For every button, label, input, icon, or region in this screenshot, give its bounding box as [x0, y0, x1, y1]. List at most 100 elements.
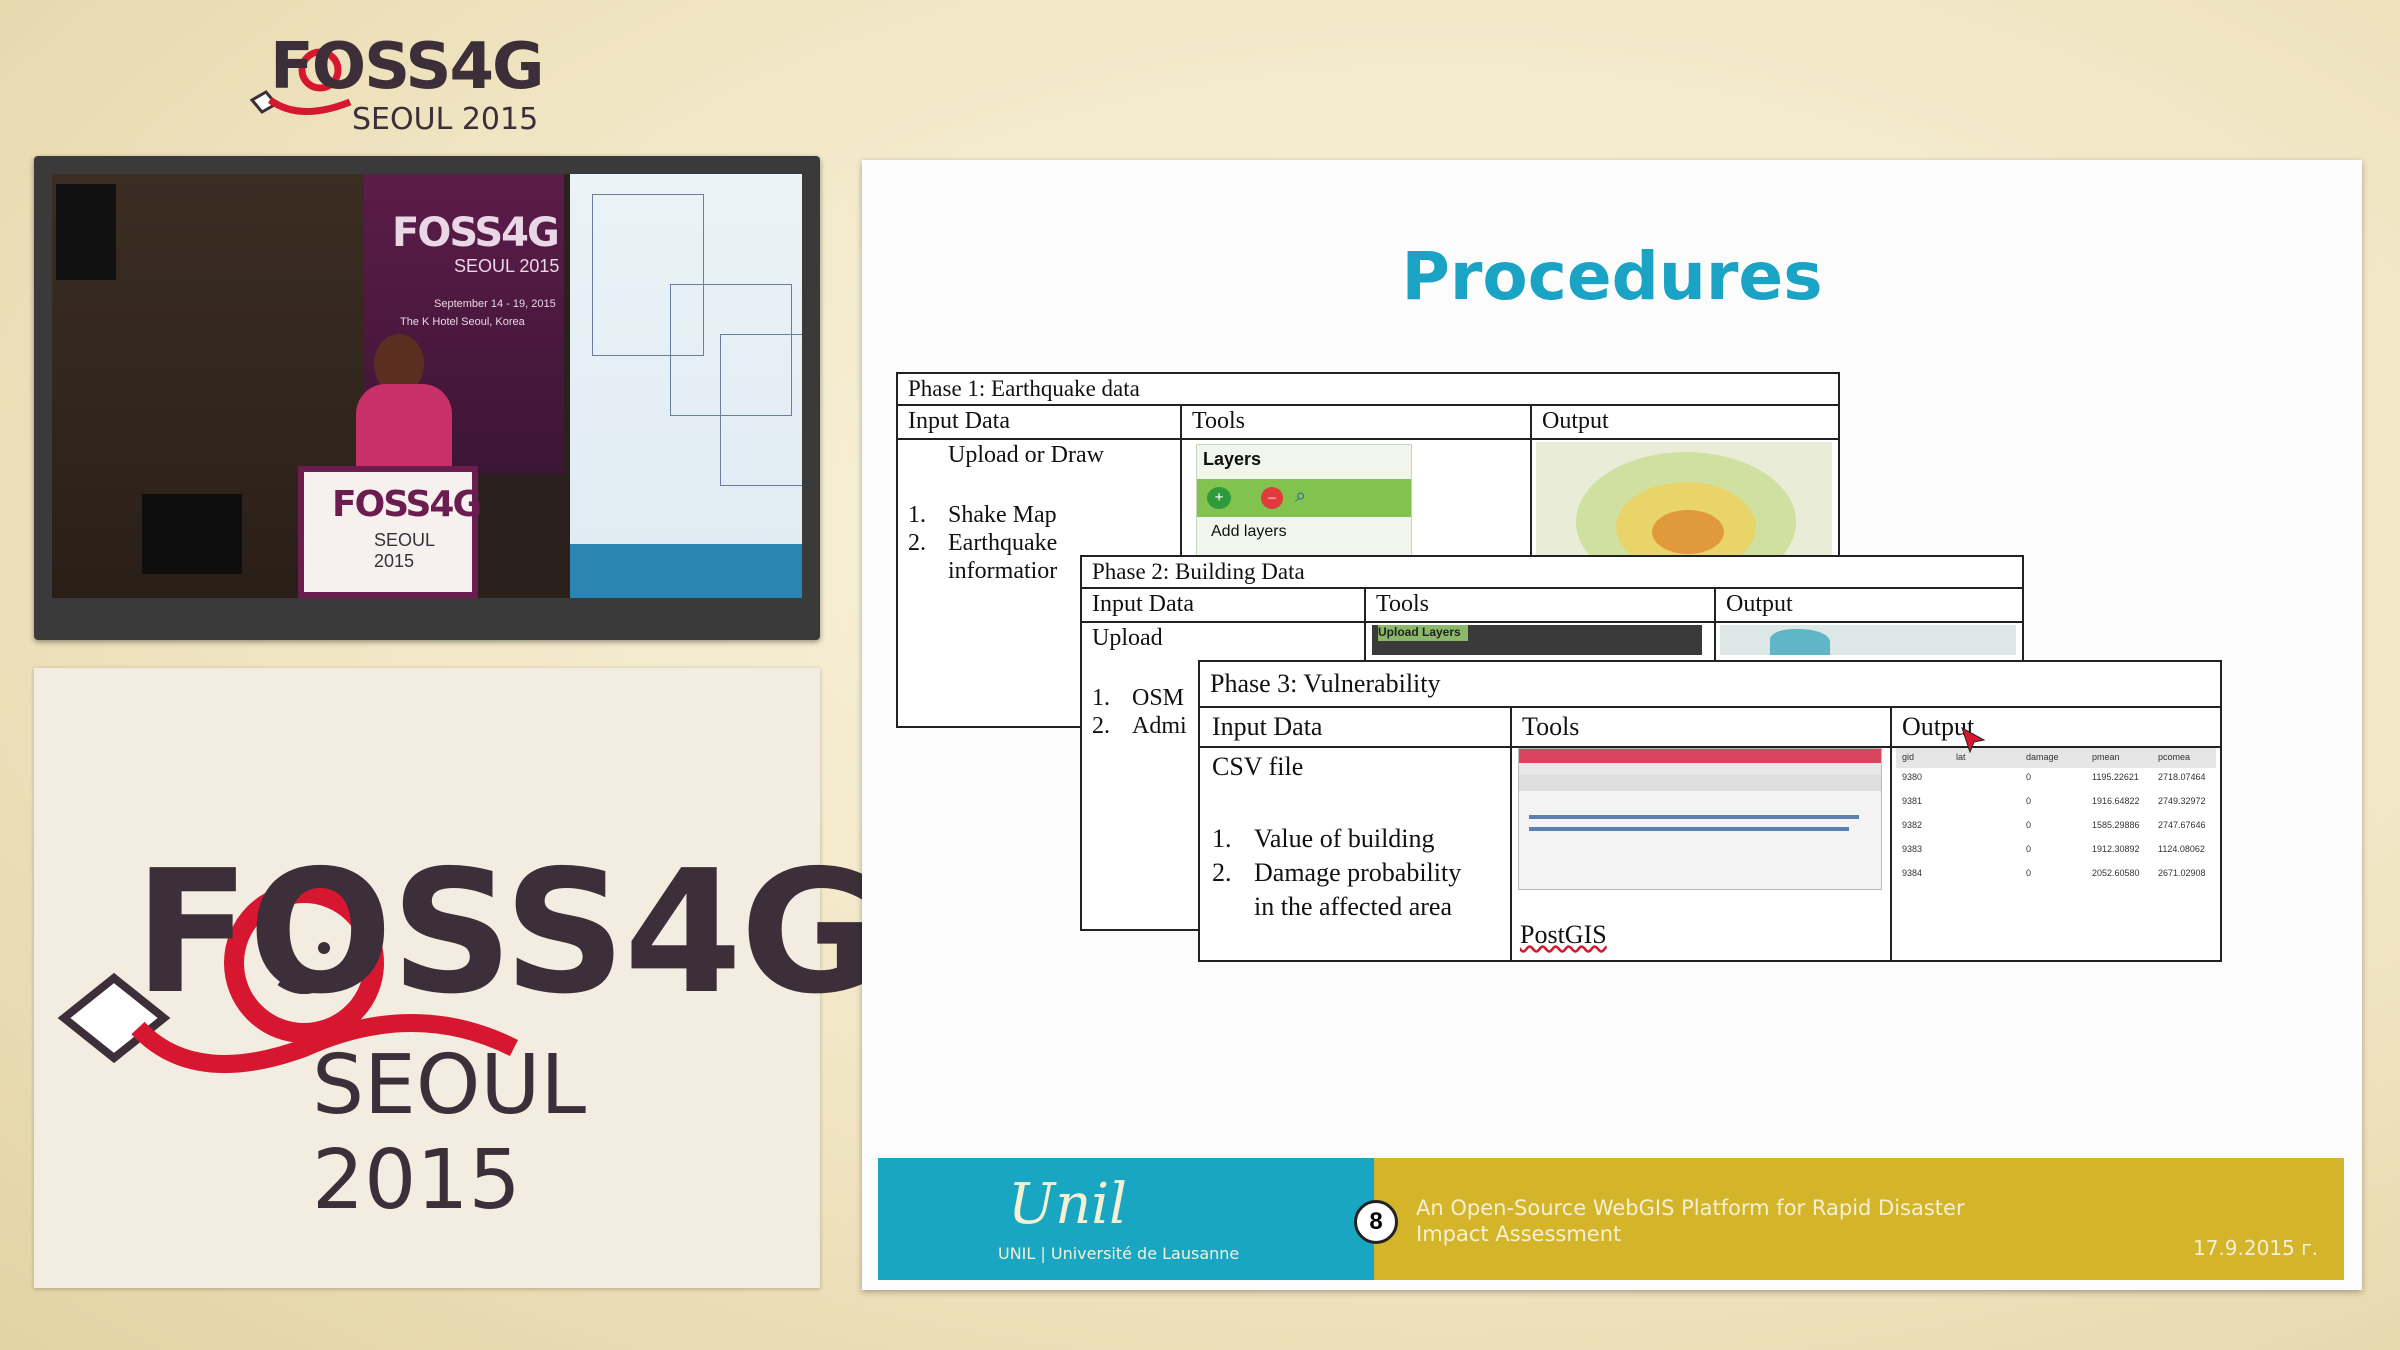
phase1-header-line — [898, 438, 1838, 440]
phase1-layers-title: Layers — [1203, 449, 1262, 469]
video-screen-footer — [570, 544, 802, 598]
video-banner-city: SEOUL 2015 — [454, 256, 560, 276]
talk-title-line2: Impact Assessment — [1416, 1222, 1622, 1246]
output-cell: 0 — [2026, 820, 2032, 830]
output-cell: 1916.64822 — [2092, 796, 2140, 806]
phase1-title: Phase 1: Earthquake data — [898, 374, 1838, 406]
phase2-input-num: 2. — [1092, 713, 1110, 739]
phase3-col-divider — [1510, 708, 1512, 960]
talk-date: 17.9.2015 г. — [2192, 1236, 2318, 1260]
phase3-header-tools: Tools — [1522, 712, 1580, 741]
output-col-header: gid — [1902, 752, 1915, 762]
video-screen-table-1 — [592, 194, 704, 356]
phase3-output-grid: gid lat damage pmean pcomea 9380 0 1195.… — [1896, 748, 2216, 898]
big-foss4g-logo-panel: FOSS4G SEOUL 2015 — [34, 668, 880, 1288]
talk-title-line1: An Open-Source WebGIS Platform for Rapid… — [1416, 1196, 1965, 1220]
video-podium-city: SEOUL 2015 — [374, 530, 435, 571]
phase2-upload-title: Upload Layers — [1378, 625, 1468, 641]
phase3-input-line: in the affected area — [1254, 892, 1452, 921]
logo-face-smile — [277, 980, 331, 994]
top-logo-word: FOSS4G — [270, 30, 544, 104]
output-cell: 2749.32972 — [2158, 796, 2206, 806]
add-icon: + — [1207, 487, 1231, 509]
pgadmin-titlebar — [1519, 749, 1881, 763]
phase3-table: Phase 3: Vulnerability Input Data Tools … — [1198, 660, 2222, 962]
big-foss4g-logo-mark — [57, 883, 519, 1073]
phase1-input-line: Upload or Draw — [948, 442, 1104, 468]
phase3-title: Phase 3: Vulnerability — [1200, 662, 2220, 708]
phase1-input-line: informatior — [948, 558, 1058, 584]
phase3-header-line — [1200, 746, 2220, 748]
phase2-input-line: OSM — [1132, 685, 1185, 711]
phase3-col-divider — [1890, 708, 1892, 960]
video-projection-screen — [570, 174, 802, 598]
phase3-tool-label: PostGIS — [1520, 920, 1607, 949]
phase2-header-output: Output — [1726, 591, 1793, 617]
phase1-layers-toolbar: + – ⌕ — [1197, 479, 1411, 517]
logo-swoosh — [131, 1014, 519, 1073]
phase1-input-line: Earthquake — [948, 530, 1058, 556]
phase3-input-line: Damage probability — [1254, 858, 1462, 887]
phase1-input-num: 1. — [908, 502, 926, 528]
pgadmin-menubar — [1519, 763, 1881, 775]
output-col-header: pcomea — [2158, 752, 2191, 762]
phase1-add-layers: Add layers — [1211, 523, 1287, 540]
video-screen-table-3 — [720, 334, 802, 486]
pgadmin-sql-line — [1529, 815, 1859, 819]
logo-face-circle — [224, 883, 384, 1043]
video-banner-venue: The K Hotel Seoul, Korea — [400, 316, 525, 328]
big-logo-word: FOSS4G — [134, 834, 880, 1032]
phase2-map-shape — [1770, 629, 1830, 655]
big-logo-city: SEOUL 2015 — [312, 1038, 587, 1228]
phase2-output-map — [1720, 625, 2016, 655]
pgadmin-sql-line — [1529, 827, 1849, 831]
output-cell: 9380 — [1902, 772, 1923, 782]
output-cell: 2052.60580 — [2092, 868, 2140, 878]
output-cell: 1124.08062 — [2158, 844, 2205, 854]
top-foss4g-logo: FOSS4G SEOUL 2015 — [240, 22, 544, 142]
phase2-input-line: Admi — [1132, 713, 1187, 739]
top-logo-city: SEOUL 2015 — [352, 102, 539, 137]
video-banner-logo: FOSS4G — [392, 210, 560, 256]
phase2-header-input: Input Data — [1092, 591, 1194, 617]
slide-footer-right: An Open-Source WebGIS Platform for Rapid… — [1374, 1158, 2344, 1280]
video-speaker-box — [56, 184, 116, 280]
logo-face-eye — [276, 942, 288, 954]
logo-face-eye — [318, 942, 330, 954]
output-cell: 1585.29886 — [2092, 820, 2140, 830]
slide-title: Procedures — [1401, 238, 1823, 315]
phase1-input-num: 2. — [908, 530, 926, 556]
slide-number-badge: 8 — [1354, 1200, 1398, 1244]
phase2-header-tools: Tools — [1376, 591, 1429, 617]
output-cell: 9384 — [1902, 868, 1923, 878]
output-cell: 0 — [2026, 796, 2032, 806]
phase3-input-line: CSV file — [1212, 752, 1304, 781]
output-cell: 9381 — [1902, 796, 1923, 806]
unil-university-name: UNIL | Université de Lausanne — [998, 1244, 1240, 1263]
phase1-output-map — [1536, 442, 1832, 562]
phase3-pgadmin-screenshot — [1518, 748, 1882, 890]
output-col-header: pmean — [2092, 752, 2120, 762]
shakemap-graphic — [1576, 452, 1796, 562]
phase2-header-line — [1082, 621, 2022, 623]
unil-logo: Unil — [1008, 1172, 1128, 1237]
phase2-input-line: Upload — [1092, 625, 1163, 651]
output-grid-header: gid lat damage pmean pcomea — [1896, 748, 2216, 768]
output-cell: 2747.67646 — [2158, 820, 2206, 830]
pgadmin-toolbar — [1519, 775, 1881, 791]
search-icon: ⌕ — [1295, 485, 1307, 507]
phase3-input-num: 2. — [1212, 858, 1232, 887]
phase1-header-tools: Tools — [1192, 408, 1245, 434]
output-col-header: lat — [1956, 752, 1966, 762]
video-podium: FOSS4G SEOUL 2015 — [298, 466, 482, 598]
output-cell: 1912.30892 — [2092, 844, 2140, 854]
output-cell: 9383 — [1902, 844, 1923, 854]
slide-footer-left: Unil UNIL | Université de Lausanne — [878, 1158, 1374, 1280]
phase1-input-line: Shake Map — [948, 502, 1057, 528]
foss4g-logo-mark — [249, 48, 352, 115]
video-podium-logo: FOSS4G — [332, 484, 482, 525]
phase3-header-output: Output — [1902, 712, 1975, 741]
phase1-header-input: Input Data — [908, 408, 1010, 434]
remove-icon: – — [1261, 487, 1283, 509]
phase2-title: Phase 2: Building Data — [1082, 557, 2022, 589]
